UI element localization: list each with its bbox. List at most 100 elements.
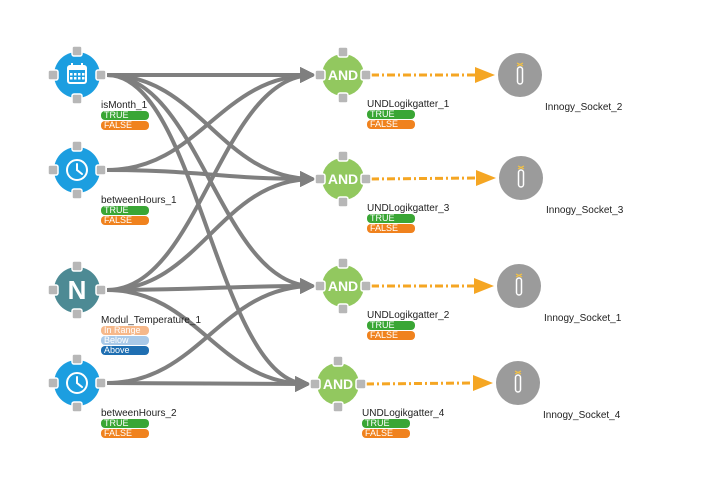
connection-edge[interactable]: [106, 168, 317, 187]
connector-handle[interactable]: [332, 401, 344, 413]
socket-plug-icon: [515, 273, 523, 296]
and-gate-text: AND: [328, 278, 358, 294]
and-gate-text: AND: [323, 376, 353, 392]
connector-handle[interactable]: [355, 378, 367, 390]
socket-node[interactable]: Innogy_Socket_1: [497, 264, 622, 324]
connector-handle[interactable]: [337, 92, 349, 104]
trigger-label: Modul_Temperature_1: [101, 315, 201, 326]
trigger-label: betweenHours_1: [101, 195, 177, 206]
state-badge: In Range: [101, 326, 149, 335]
connector-handle[interactable]: [71, 45, 83, 57]
connector-handle[interactable]: [71, 260, 83, 272]
connector-handle[interactable]: [47, 377, 59, 389]
connector-handle[interactable]: [47, 164, 59, 176]
state-badge: FALSE: [367, 224, 415, 233]
output-edge[interactable]: [370, 176, 477, 181]
connector-handle[interactable]: [47, 69, 59, 81]
connector-handle[interactable]: [47, 284, 59, 296]
trigger-label: isMonth_1: [101, 100, 148, 111]
state-badge: TRUE: [101, 419, 149, 428]
connector-handle[interactable]: [71, 353, 83, 365]
output-edges-layer: [365, 67, 496, 391]
state-badge: FALSE: [101, 216, 149, 225]
output-arrowhead: [473, 375, 493, 391]
connector-handle[interactable]: [71, 188, 83, 200]
and-gate-node[interactable]: AND UNDLogikgatter_3: [314, 150, 450, 214]
trigger-node[interactable]: betweenHours_1: [47, 140, 177, 206]
output-arrowhead: [476, 170, 496, 186]
output-arrowhead: [474, 278, 494, 294]
state-badge: TRUE: [367, 214, 415, 223]
socket-plug-icon: [514, 370, 522, 393]
edges-layer: [106, 67, 317, 392]
and-gate-text: AND: [328, 171, 358, 187]
connection-edge[interactable]: [106, 375, 312, 392]
connector-handle[interactable]: [337, 303, 349, 315]
connector-handle[interactable]: [314, 69, 326, 81]
connector-handle[interactable]: [360, 69, 372, 81]
connection-edge[interactable]: [106, 278, 317, 295]
output-edge[interactable]: [365, 381, 474, 386]
nodes-layer: isMonth_1 betweenHours_1NModul_Temperatur…: [47, 45, 624, 421]
gate-label: UNDLogikgatter_2: [367, 310, 450, 321]
connection-edge[interactable]: [106, 73, 317, 187]
connector-handle[interactable]: [360, 280, 372, 292]
connector-handle[interactable]: [360, 173, 372, 185]
calendar-icon: [67, 63, 87, 84]
socket-node[interactable]: Innogy_Socket_3: [499, 156, 624, 216]
state-badge: TRUE: [367, 321, 415, 330]
connector-handle[interactable]: [71, 93, 83, 105]
connection-edge[interactable]: [106, 67, 317, 292]
state-badge: FALSE: [362, 429, 410, 438]
connection-edge[interactable]: [106, 278, 317, 385]
state-badge: FALSE: [101, 121, 149, 130]
state-badge: FALSE: [101, 429, 149, 438]
state-badge: TRUE: [367, 110, 415, 119]
trigger-node[interactable]: betweenHours_2: [47, 353, 177, 419]
gate-label: UNDLogikgatter_1: [367, 99, 450, 110]
socket-label: Innogy_Socket_2: [545, 102, 623, 113]
connector-handle[interactable]: [314, 280, 326, 292]
connector-handle[interactable]: [95, 284, 107, 296]
trigger-label: betweenHours_2: [101, 408, 177, 419]
connector-handle[interactable]: [337, 150, 349, 162]
state-badge: Above: [101, 346, 149, 355]
connector-handle[interactable]: [337, 196, 349, 208]
state-badge: FALSE: [367, 331, 415, 340]
connector-handle[interactable]: [332, 355, 344, 367]
connection-edge[interactable]: [106, 73, 312, 392]
connector-handle[interactable]: [314, 173, 326, 185]
gate-label: UNDLogikgatter_3: [367, 203, 450, 214]
connection-edge[interactable]: [106, 67, 317, 172]
socket-plug-icon: [517, 165, 525, 188]
connection-edge[interactable]: [106, 171, 317, 292]
clock-icon: [66, 159, 88, 181]
connector-handle[interactable]: [71, 308, 83, 320]
state-badge: FALSE: [367, 120, 415, 129]
connector-handle[interactable]: [337, 46, 349, 58]
output-arrowhead: [475, 67, 495, 83]
connector-handle[interactable]: [337, 257, 349, 269]
state-badge: TRUE: [101, 111, 149, 120]
and-gate-node[interactable]: AND UNDLogikgatter_4: [309, 355, 445, 419]
socket-label: Innogy_Socket_3: [546, 205, 624, 216]
connector-handle[interactable]: [71, 140, 83, 152]
socket-node[interactable]: Innogy_Socket_4: [496, 361, 621, 421]
state-badge: TRUE: [101, 206, 149, 215]
socket-node[interactable]: Innogy_Socket_2: [498, 53, 623, 113]
socket-label: Innogy_Socket_4: [543, 410, 621, 421]
trigger-node[interactable]: isMonth_1: [47, 45, 148, 111]
connector-handle[interactable]: [95, 164, 107, 176]
and-gate-node[interactable]: AND UNDLogikgatter_2: [314, 257, 450, 321]
connector-handle[interactable]: [309, 378, 321, 390]
connector-handle[interactable]: [71, 401, 83, 413]
socket-plug-icon: [516, 62, 524, 85]
connector-handle[interactable]: [95, 377, 107, 389]
gate-label: UNDLogikgatter_4: [362, 408, 445, 419]
state-badge: TRUE: [362, 419, 410, 428]
clock-icon: [66, 372, 88, 394]
connector-handle[interactable]: [95, 69, 107, 81]
